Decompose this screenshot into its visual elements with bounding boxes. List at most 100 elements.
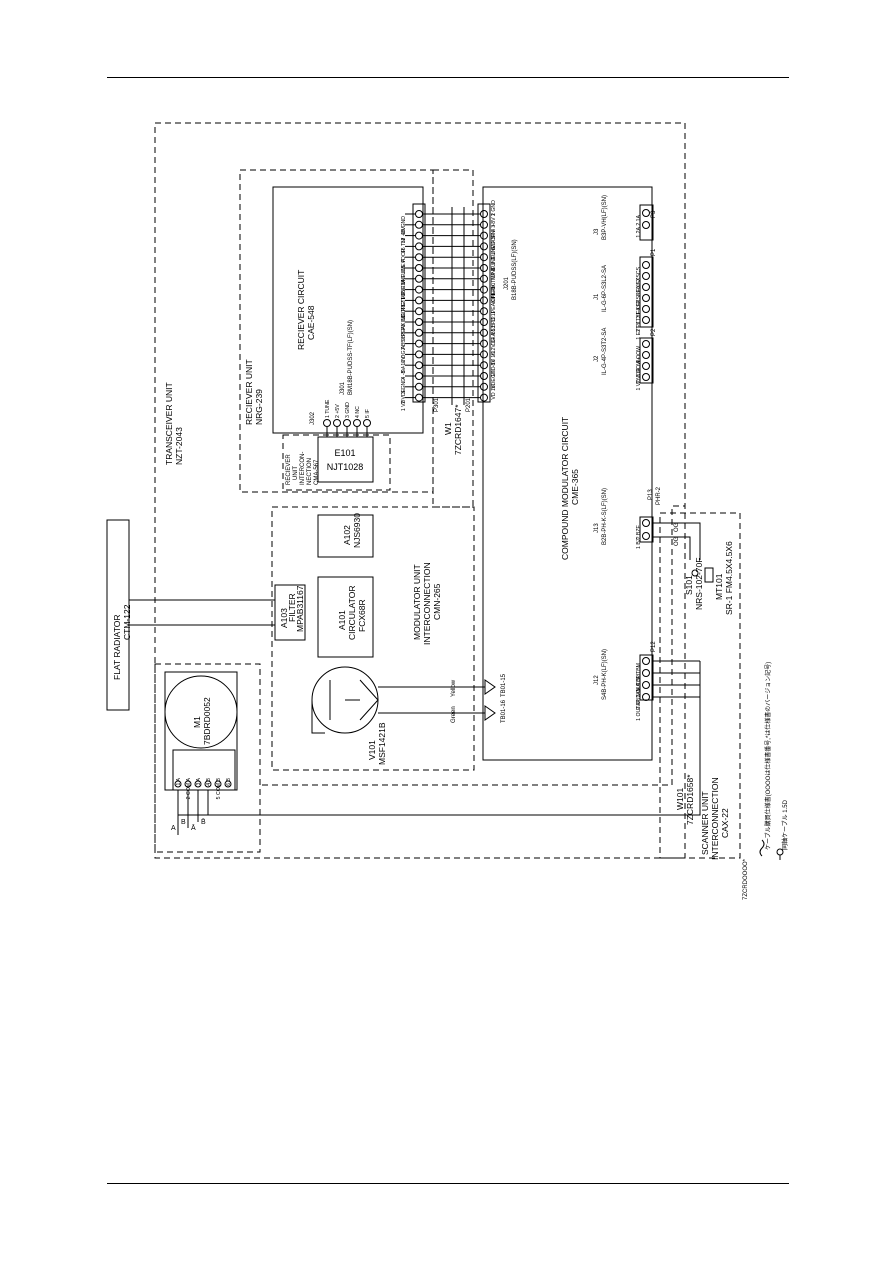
j302-pin-label: 5 IF: [365, 409, 371, 418]
motor-pin: [184, 780, 192, 788]
j3-part: B3P-VH(LF)(SN): [602, 195, 608, 240]
a103-ref: A103: [279, 608, 289, 628]
j201-pin: [480, 242, 488, 251]
j201-pin: [480, 350, 488, 359]
j3-pin: [642, 221, 650, 229]
j301-pin: [415, 220, 423, 229]
modulator-interconnect-outline: [262, 505, 685, 786]
mt101-magnet: [704, 567, 714, 583]
j2-ref: J2: [594, 355, 600, 362]
receiver-unit-model: NRG-239: [254, 389, 264, 425]
motor-pin: [174, 780, 182, 788]
receiver-circuit-model: CAE-548: [306, 305, 316, 340]
p1-ref: P1: [651, 248, 657, 256]
j302-pin: [333, 419, 341, 427]
j201-pin: [480, 220, 488, 229]
j13-pin: [642, 519, 650, 527]
flat-radiator-box: [106, 519, 130, 711]
legend-symbols: [759, 839, 784, 860]
j301-pin: [415, 339, 423, 348]
j302-ref: J302: [310, 411, 316, 425]
motor-wire-a: A: [171, 825, 176, 832]
j301-pin: [415, 242, 423, 251]
j301-ref: J301: [340, 381, 346, 395]
motor-pin: [214, 780, 222, 788]
j13-connector: [639, 516, 654, 543]
motor-pin: [224, 780, 232, 788]
motor-boundary: [154, 663, 261, 853]
j13-pin-label: 2 BZE: [636, 524, 642, 539]
j3-pin-label: 2 1A: [636, 214, 642, 225]
compound-modulator-title: COMPOUND MODULATOR CIRCUIT: [560, 417, 570, 560]
j2-connector: [639, 337, 654, 384]
j1-pin: [642, 305, 650, 313]
transceiver-title: TRANSCEIVER UNIT: [164, 382, 174, 465]
e101-part: NJT1028: [327, 462, 364, 472]
j12-ref: J12: [594, 675, 600, 685]
j1-ref: J1: [594, 293, 600, 300]
j201-pin: [480, 274, 488, 283]
flat-radiator-model: CTM-122: [122, 604, 132, 640]
mt101-part: SR-1 FM4.5X4.5X6: [724, 541, 734, 615]
recv-ic-5: CMA-567: [314, 459, 320, 485]
j2-pin-label: 3 OOW+: [636, 357, 642, 377]
s101-wires: [653, 522, 701, 560]
j302-pin: [323, 419, 331, 427]
j301-pin-label: 2 VDE: [401, 388, 407, 404]
j201-pin-label: B5.B 12: [491, 316, 497, 335]
j301-pin: [415, 318, 423, 326]
radiator-feed-lines: [129, 599, 275, 626]
w1-wire-bundle: [405, 207, 480, 405]
j301-pin-label: 13 TUNE.L: [401, 270, 407, 296]
v101-magnetron: [311, 666, 496, 734]
motor-pin-label: 6 B: [226, 777, 232, 785]
j201-pin-label: VDE 17: [491, 371, 497, 389]
j301-pin: [415, 372, 423, 380]
j201-pin-label: RX.TMP 8: [491, 268, 497, 292]
legend-item-2: ケーブル購買仕様書(OOOOは仕様書番号,*は仕様書のバージョン記号): [764, 662, 772, 850]
j301-pin-label: 4 -8V: [401, 367, 407, 380]
j201-pin-label: OG.A 13: [491, 326, 497, 346]
s101-part: NRS-102-70F: [694, 558, 704, 610]
j301-pin: [415, 253, 423, 262]
motor-pin: [194, 780, 202, 788]
j201-pin-label: -8V 15: [491, 352, 497, 367]
j302-pin-label: 2 +5V: [335, 404, 341, 418]
j301-pin-label: 1 VD: [401, 399, 407, 411]
j201-pin-label: P3 11: [491, 311, 497, 324]
v101-part: MSF1421B: [377, 722, 387, 765]
motor-pin: [204, 780, 212, 788]
j301-pin: [415, 296, 423, 305]
p13-ref: P13: [648, 489, 654, 500]
j201-pin-label: OPE 9: [491, 287, 497, 302]
recv-ic-3: INTERCON-: [300, 452, 306, 485]
j201-pin: [480, 296, 488, 305]
motor-pin-label: 5 COM.B: [216, 777, 222, 799]
p2-ref: P2: [651, 328, 657, 336]
j2-part: IL-G-4P-S3T2-SA: [602, 328, 608, 375]
j1-pin: [642, 316, 650, 324]
modulator-unit-boundary: [271, 506, 475, 771]
j302-pin-label: 4 NC: [355, 406, 361, 418]
j301-pin: [415, 285, 423, 294]
j301-pin-label: 9 PEAKING: [401, 313, 407, 340]
j1-pin-label: 6 EXSCS: [636, 266, 642, 288]
j301-pin: [415, 274, 423, 283]
j201-pin: [480, 393, 488, 402]
scanner-boundary: [659, 512, 741, 859]
j201-pin-label: 1 GND: [491, 200, 497, 216]
j201-pin-label: TUNE.F 5: [491, 236, 497, 259]
motor-pin-label: 4 B: [206, 777, 212, 785]
scanner-line2: INTERCONNECTION: [710, 777, 720, 860]
j201-pin: [480, 339, 488, 348]
e101-ref: E101: [334, 448, 355, 458]
j201-pin: [480, 318, 488, 326]
a103-line1: FILTER: [287, 593, 297, 622]
s101-ref: S101: [684, 575, 694, 595]
j301-pin-label: 14 TUNE.F: [401, 259, 407, 285]
j301-pin: [415, 231, 423, 240]
j1-pin: [642, 283, 650, 291]
recv-ic-4: NECTION: [307, 458, 313, 485]
motor-pin-label: 2 COM.A: [186, 777, 192, 799]
